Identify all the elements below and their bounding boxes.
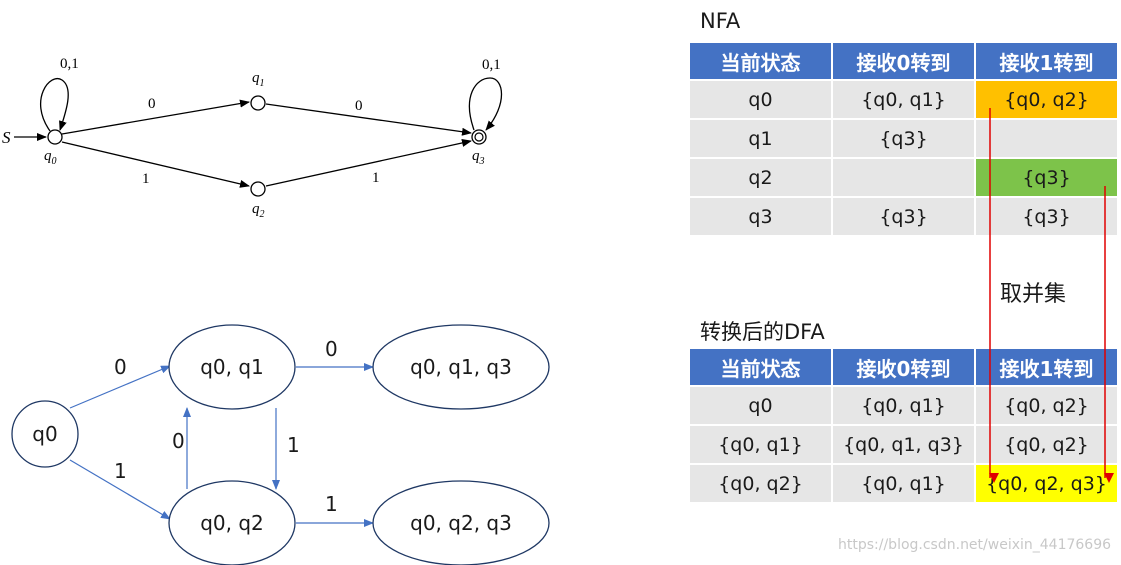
table-cell: {q0, q2} [976, 426, 1117, 465]
column-header: 接收0转到 [833, 43, 974, 81]
nfa-edge-q0-q2 [61, 141, 250, 188]
dfa-diagram: 0 1 0 1 0 1 q0 q0, q1 q0, q1, q3 q0, q2 … [11, 324, 550, 565]
nfa-diagram: S 0,1 0 0 1 1 0,1 q0 q1 q2 q3 [2, 56, 502, 220]
nfa-edge-label: 1 [142, 171, 150, 187]
nfa-state-q3-accept-ring [474, 132, 484, 142]
nfa-state-label-q1: q1 [252, 70, 265, 89]
table-cell: {q0, q2} [690, 465, 831, 504]
table-cell: q0 [690, 387, 831, 426]
nfa-edge-q1-q3 [265, 103, 472, 136]
column-header: 接收0转到 [833, 349, 974, 387]
table-row: {q0, q2} {q0, q1} {q0, q2, q3} [690, 465, 1117, 504]
dfa-state-label-E: q0, q2, q3 [410, 511, 512, 535]
column-header: 接收1转到 [976, 43, 1117, 81]
table-row: q0 {q0, q1} {q0, q2} [690, 81, 1117, 120]
nfa-state-q1 [250, 95, 266, 111]
column-header: 当前状态 [690, 349, 831, 387]
nfa-edge-q3-q3 [468, 77, 502, 131]
dfa-state-E [372, 480, 550, 565]
table-cell: q3 [690, 198, 831, 237]
dfa-edge-label: 0 [114, 355, 127, 379]
table-cell: q0 [690, 81, 831, 120]
table-cell [833, 159, 974, 198]
nfa-edge-q2-q3 [265, 139, 472, 187]
table-header-row: 当前状态 接收0转到 接收1转到 [690, 43, 1117, 81]
nfa-state-q0 [47, 129, 63, 145]
nfa-edge-q0-q1 [61, 99, 250, 135]
table-cell: {q3} [976, 198, 1117, 237]
nfa-edge-label: 0,1 [482, 57, 501, 73]
dfa-state-D [168, 480, 296, 565]
nfa-edge-label: 0 [355, 98, 363, 114]
table-cell-highlight-orange: {q0, q2} [976, 81, 1117, 120]
table-cell: q1 [690, 120, 831, 159]
nfa-state-q3 [471, 129, 487, 145]
table-header-row: 当前状态 接收0转到 接收1转到 [690, 349, 1117, 387]
union-label: 取并集 [1000, 282, 1067, 307]
table-cell: {q3} [833, 198, 974, 237]
dfa-state-B [168, 324, 296, 410]
table-cell: {q0, q2} [976, 387, 1117, 426]
table-row: {q0, q1} {q0, q1, q3} {q0, q2} [690, 426, 1117, 465]
table-row: q3 {q3} {q3} [690, 198, 1117, 237]
dfa-edge-label: 1 [114, 459, 127, 483]
column-header: 当前状态 [690, 43, 831, 81]
table-cell: {q0, q1} [833, 81, 974, 120]
dfa-edge-label: 0 [172, 429, 185, 453]
table-cell: q2 [690, 159, 831, 198]
dfa-state-C [372, 324, 550, 410]
dfa-edge-A-B [69, 365, 171, 409]
table-cell [976, 120, 1117, 159]
dfa-state-A [11, 400, 79, 468]
nfa-state-label-q0: q0 [44, 148, 57, 167]
dfa-transition-table: 当前状态 接收0转到 接收1转到 q0 {q0, q1} {q0, q2} {q… [688, 349, 1119, 504]
nfa-transition-table: 当前状态 接收0转到 接收1转到 q0 {q0, q1} {q0, q2} q1… [688, 43, 1119, 237]
dfa-edge-label: 1 [287, 433, 300, 457]
nfa-state-label-q3: q3 [472, 148, 485, 167]
table-cell: {q0, q1, q3} [833, 426, 974, 465]
table-row: q2 {q3} [690, 159, 1117, 198]
nfa-edge-label: 0,1 [60, 56, 79, 72]
nfa-edge-label: 1 [372, 170, 380, 186]
nfa-state-label-q2: q2 [252, 201, 265, 220]
dfa-state-label-A: q0 [32, 422, 57, 446]
table-cell: {q0, q1} [833, 465, 974, 504]
nfa-table-title: NFA [700, 9, 741, 33]
table-row: q1 {q3} [690, 120, 1117, 159]
table-cell-highlight-green: {q3} [976, 159, 1117, 198]
dfa-state-label-C: q0, q1, q3 [410, 355, 512, 379]
dfa-table-title: 转换后的DFA [700, 320, 825, 344]
dfa-edge-label: 0 [325, 337, 338, 361]
nfa-state-q2 [250, 181, 266, 197]
dfa-state-label-B: q0, q1 [200, 355, 264, 379]
column-header: 接收1转到 [976, 349, 1117, 387]
dfa-edge-label: 1 [325, 492, 338, 516]
table-cell: {q0, q1} [690, 426, 831, 465]
table-cell: {q0, q1} [833, 387, 974, 426]
nfa-edge-label: 0 [148, 96, 156, 112]
table-row: q0 {q0, q1} {q0, q2} [690, 387, 1117, 426]
nfa-start-label: S [2, 128, 11, 147]
watermark: https://blog.csdn.net/weixin_44176696 [838, 537, 1112, 553]
dfa-edge-A-D [69, 459, 171, 520]
dfa-state-label-D: q0, q2 [200, 511, 264, 535]
table-cell: {q3} [833, 120, 974, 159]
table-cell-highlight-yellow: {q0, q2, q3} [976, 465, 1117, 504]
nfa-edge-q0-q0 [39, 78, 69, 132]
